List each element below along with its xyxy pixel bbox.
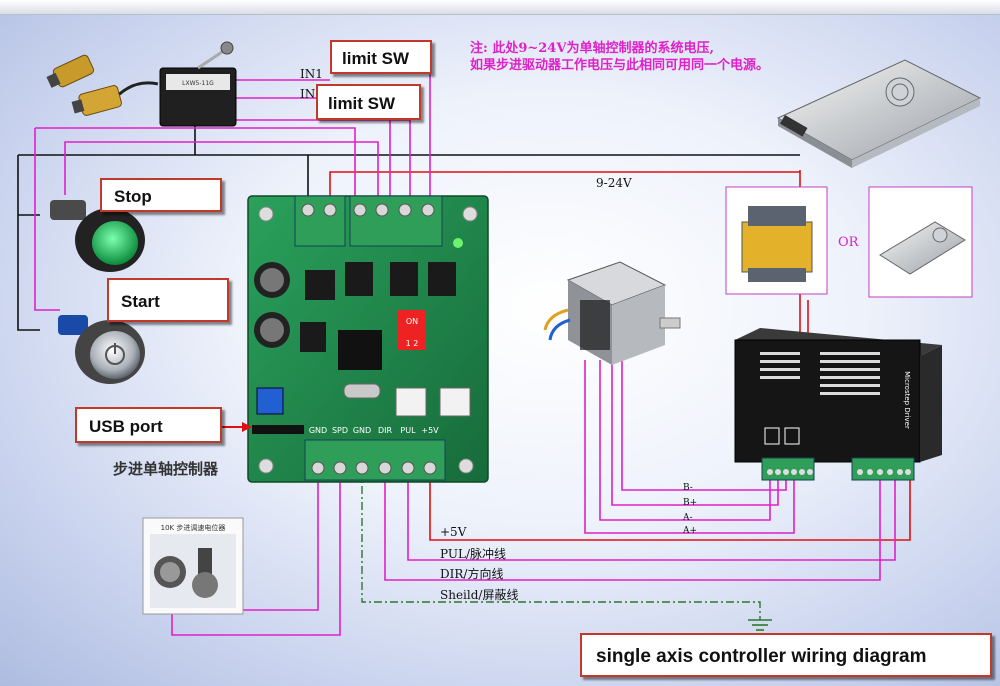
terminal-label-gnd2: GND [353, 426, 371, 435]
diagram-title: single axis controller wiring diagram [580, 633, 992, 677]
proximity-sensors [46, 54, 159, 116]
limit-switch-callout-2: limit SW [316, 84, 421, 120]
shield-label: Sheild/屏蔽线 [440, 588, 518, 602]
motor-coil-labels: B- B+ A- A+ [682, 483, 697, 536]
wire-labels: IN1 IN 9-24V +5V PUL/脉冲线 DIR/方向线 Sheild/… [300, 67, 632, 602]
power-supply-main [776, 59, 982, 168]
controller-board: ON 1 2 GND SPD GND DIR PUL +5V [247, 195, 489, 483]
start-callout: Start [107, 278, 229, 322]
a-minus-label: A- [682, 513, 693, 523]
top-bar [0, 0, 1000, 15]
usb-arrow [222, 422, 252, 432]
start-button [58, 315, 145, 384]
in1-label: IN1 [300, 67, 323, 81]
supply-note-line-2: 如果步进驱动器工作电压与此相同可用同一个电源。 [470, 58, 770, 73]
wire-ground [361, 470, 761, 620]
micro-switch: LXW5-11G [159, 41, 237, 127]
top-terminal-block [294, 195, 443, 247]
terminal-label-pul: PUL [400, 426, 416, 435]
psu-option [868, 186, 973, 298]
transformer-option [725, 186, 828, 295]
limit-switch-callout-1: limit SW [330, 40, 432, 74]
a-plus-label: A+ [682, 526, 697, 536]
or-label: OR [838, 235, 860, 250]
terminal-label-spd: SPD [332, 426, 348, 435]
stepper-motor [543, 261, 681, 365]
usb-port-callout: USB port [75, 407, 222, 443]
b-plus-label: B+ [683, 498, 697, 508]
stop-button [50, 200, 145, 272]
plus5v-label: +5V [440, 525, 467, 539]
supply-voltage-label: 9-24V [596, 176, 632, 190]
supply-note-line-1: 注: 此处9~24V为单轴控制器的系统电压, [470, 41, 714, 56]
svg-text:LXW5-11G: LXW5-11G [182, 80, 214, 87]
dip-number-label: 1 2 [406, 339, 419, 348]
dip-on-label: ON [406, 317, 418, 326]
terminal-labels: GND SPD GND DIR PUL +5V [309, 426, 439, 435]
b-minus-label: B- [683, 483, 693, 493]
terminal-label-gnd: GND [309, 426, 327, 435]
dir-label: DIR/方向线 [440, 566, 503, 581]
stop-callout: Stop [100, 178, 222, 212]
board-name: 步进单轴控制器 [113, 460, 219, 478]
pot-caption: 10K 步进调速电位器 [161, 523, 226, 532]
bottom-terminal-block [304, 439, 446, 481]
dip-switch: ON 1 2 [398, 310, 426, 350]
terminal-label-5v: +5V [421, 426, 439, 435]
driver-name: Microstep Driver [903, 371, 911, 429]
capacitors [254, 262, 290, 348]
ground-symbol [748, 619, 772, 631]
pul-label: PUL/脉冲线 [440, 546, 506, 561]
potentiometer: 10K 步进调速电位器 [142, 517, 244, 615]
terminal-label-dir: DIR [378, 426, 393, 435]
microstep-driver: Microstep Driver [734, 328, 942, 481]
mcu-chip [338, 330, 382, 370]
wires-magenta [34, 69, 896, 636]
in2-label: IN [300, 87, 315, 101]
